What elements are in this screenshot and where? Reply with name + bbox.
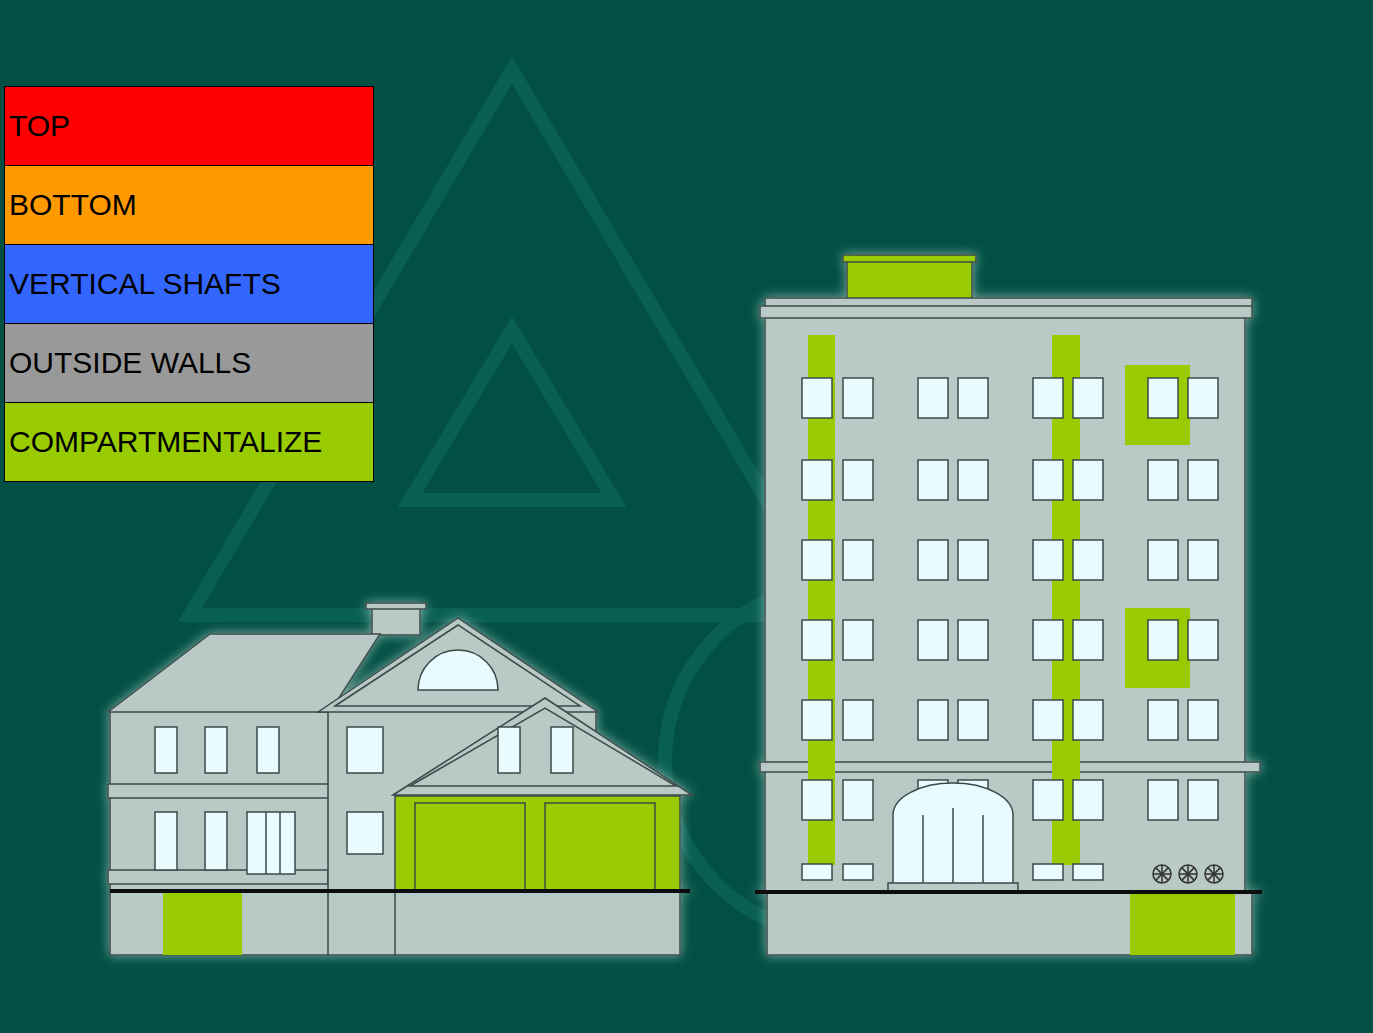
window <box>1033 780 1063 820</box>
window <box>958 378 988 418</box>
window <box>958 700 988 740</box>
window <box>843 540 873 580</box>
window <box>1188 378 1218 418</box>
legend-label: TOP <box>9 109 70 143</box>
window <box>918 700 948 740</box>
window <box>1073 780 1103 820</box>
window <box>918 378 948 418</box>
legend-swatch: COMPARTMENTALIZE <box>5 403 373 482</box>
window <box>1188 780 1218 820</box>
window <box>802 620 832 660</box>
window <box>1033 540 1063 580</box>
window <box>1033 460 1063 500</box>
window <box>1188 620 1218 660</box>
legend-label: OUTSIDE WALLS <box>9 346 251 380</box>
window <box>918 540 948 580</box>
legend-label: VERTICAL SHAFTS <box>9 267 281 301</box>
legend-swatch: VERTICAL SHAFTS <box>5 245 373 324</box>
fan-blade <box>1208 868 1221 881</box>
window <box>1033 700 1063 740</box>
window <box>843 620 873 660</box>
legend-label: COMPARTMENTALIZE <box>9 425 322 459</box>
legend: TOP BOTTOM VERTICAL SHAFTS OUTSIDE WALLS COM… <box>4 86 374 482</box>
window <box>1188 460 1218 500</box>
window <box>1073 460 1103 500</box>
window <box>1148 620 1178 660</box>
window <box>1073 378 1103 418</box>
window <box>1033 378 1063 418</box>
window <box>918 620 948 660</box>
window <box>1073 540 1103 580</box>
window <box>1148 378 1178 418</box>
window <box>958 620 988 660</box>
legend-swatch: TOP <box>5 87 373 166</box>
fan-blade <box>1156 868 1169 881</box>
window <box>958 540 988 580</box>
fan <box>1205 865 1223 883</box>
fan-blade <box>1182 868 1195 881</box>
window <box>1073 620 1103 660</box>
window <box>802 460 832 500</box>
window <box>1188 700 1218 740</box>
legend-swatch: BOTTOM <box>5 166 373 245</box>
apartment-building <box>755 255 1262 955</box>
window <box>802 864 832 880</box>
window <box>843 780 873 820</box>
window <box>1148 700 1178 740</box>
window <box>1073 700 1103 740</box>
window <box>802 378 832 418</box>
house <box>108 603 692 955</box>
fan <box>1153 865 1171 883</box>
window <box>1033 864 1063 880</box>
window <box>1148 540 1178 580</box>
window <box>1033 620 1063 660</box>
window <box>843 378 873 418</box>
window <box>1188 540 1218 580</box>
window <box>843 700 873 740</box>
window <box>1148 780 1178 820</box>
legend-label: BOTTOM <box>9 188 137 222</box>
legend-swatch: OUTSIDE WALLS <box>5 324 373 403</box>
window <box>843 864 873 880</box>
window <box>802 700 832 740</box>
window <box>918 460 948 500</box>
window <box>802 780 832 820</box>
window <box>1148 460 1178 500</box>
window <box>802 540 832 580</box>
window <box>958 460 988 500</box>
window <box>1073 864 1103 880</box>
fan <box>1179 865 1197 883</box>
window <box>843 460 873 500</box>
